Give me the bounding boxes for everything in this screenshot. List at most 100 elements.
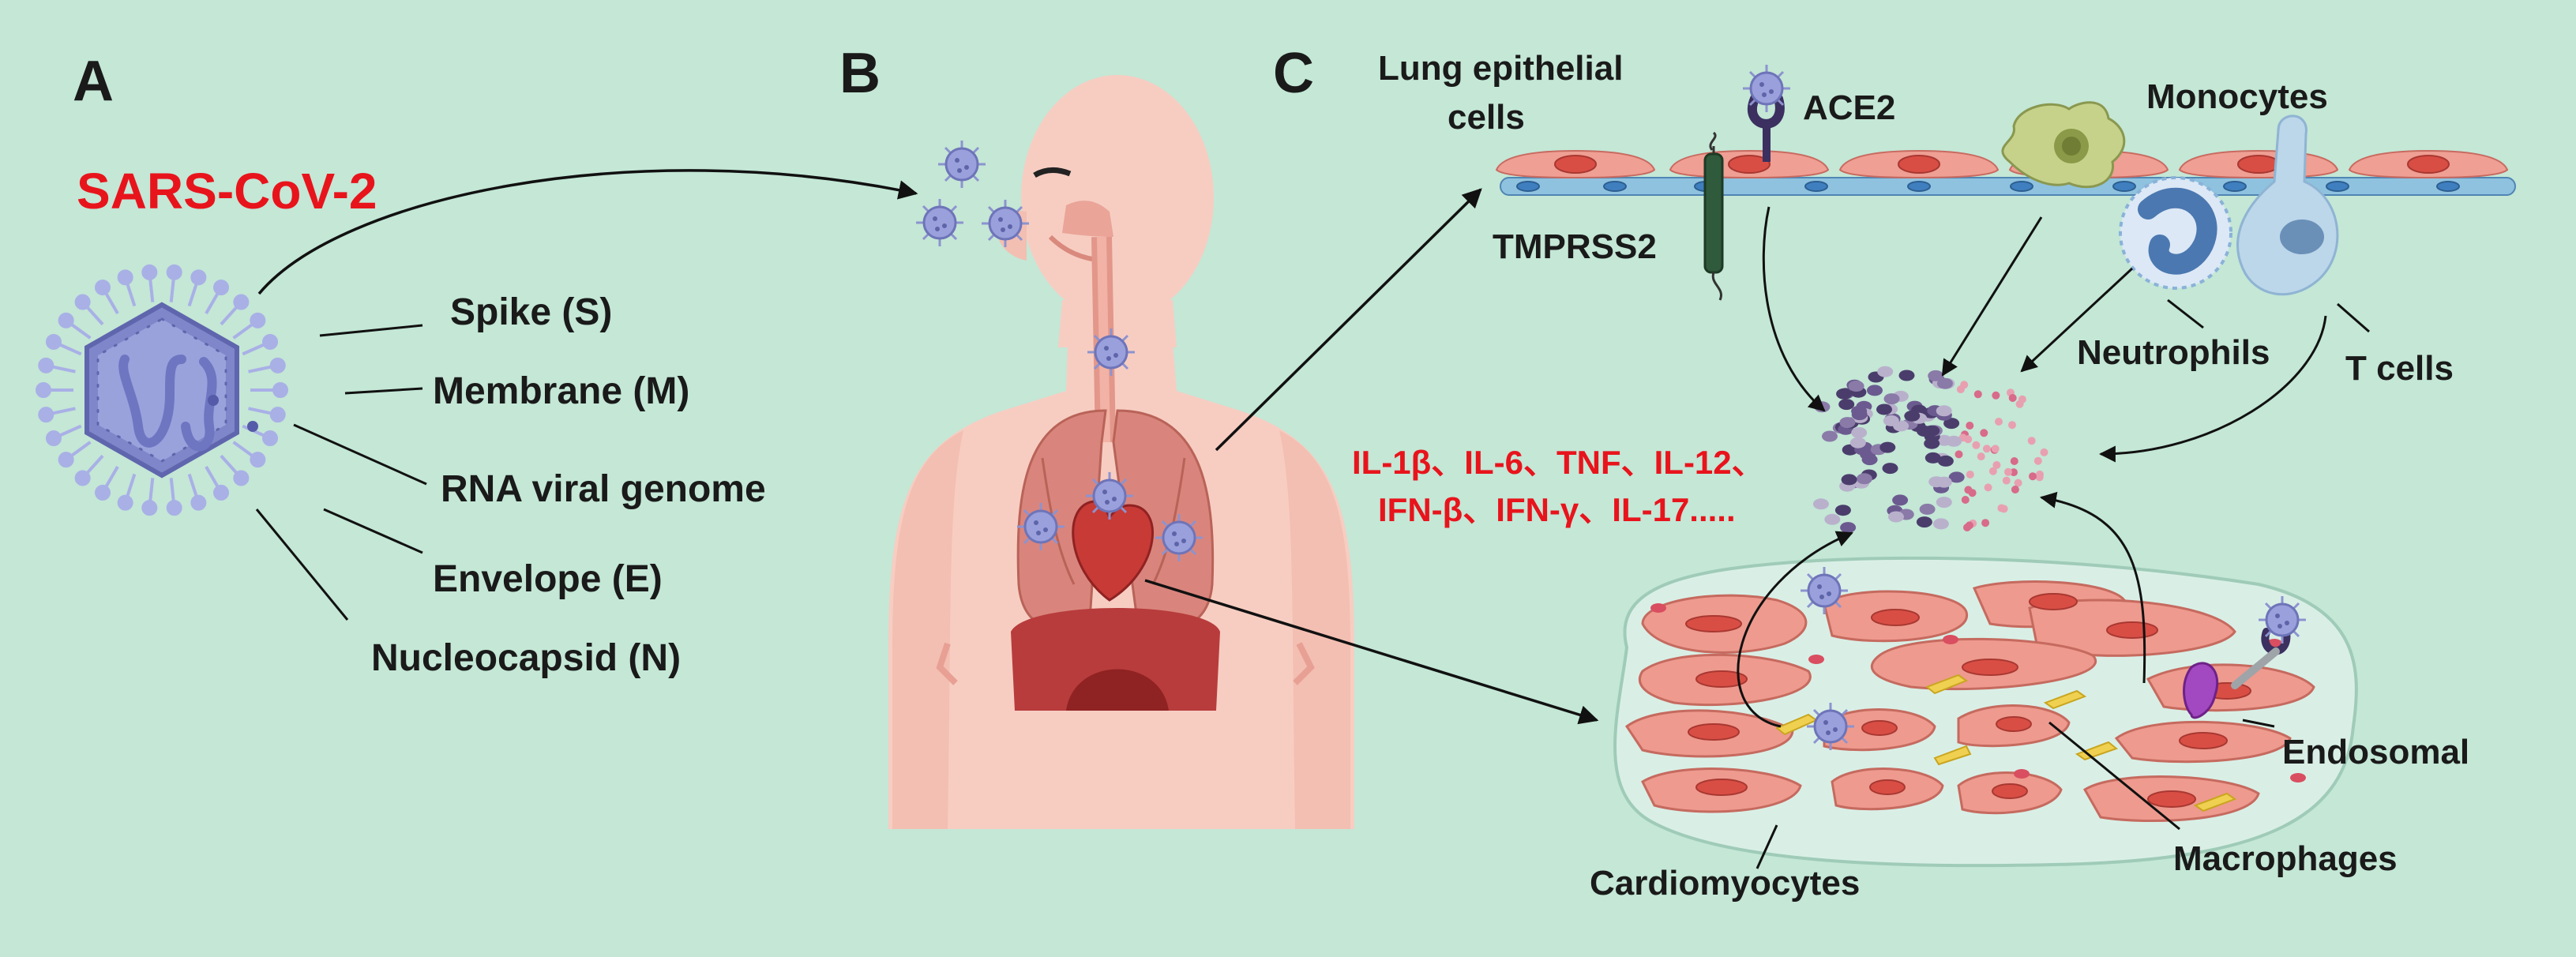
cytokine-particle <box>1838 399 1855 411</box>
cytokine-particle <box>1856 473 1872 485</box>
spike-protein-head <box>233 294 250 310</box>
cytokine-particle <box>1928 370 1944 381</box>
cytokine-particle <box>1966 422 1974 430</box>
cytokine-particle <box>1924 437 1940 449</box>
monocyte <box>2001 101 2126 189</box>
spike-protein-head <box>74 470 91 486</box>
virus-leader-lines <box>255 324 427 621</box>
cytokine-particle <box>2036 470 2044 478</box>
cytokine-particle <box>1937 455 1954 467</box>
spike-protein-head <box>233 470 250 486</box>
cytokine-particle <box>1991 445 2000 453</box>
cytokine-particle <box>2008 394 2017 402</box>
spike-protein-head <box>74 294 91 310</box>
cytokine-particle <box>1966 471 1974 478</box>
label-envelope: Envelope (E) <box>433 558 663 600</box>
cytokine-particle <box>1982 445 1991 453</box>
cytokine-particle <box>1916 516 1932 528</box>
cytokine-particle <box>1946 435 1962 447</box>
cytokine-particle <box>1924 425 1940 437</box>
cytokine-particle <box>1972 441 1981 449</box>
label-tmprss2: TMPRSS2 <box>1493 227 1657 266</box>
sars-cov-2-virion <box>36 264 288 516</box>
panel-label-c: C <box>1273 42 1314 105</box>
panel-label-b: B <box>839 42 881 105</box>
label-macrophages: Macrophages <box>2173 839 2398 878</box>
virus-particle <box>1016 501 1066 552</box>
cytokine-particle <box>2004 467 2012 476</box>
cytokine-particle <box>1977 452 1985 461</box>
virus-particle <box>1154 512 1204 563</box>
virus-particle <box>914 197 965 248</box>
cytokine-particle <box>1851 427 1868 438</box>
spike-protein-head <box>190 494 207 511</box>
cytokine-particle <box>1924 452 1941 463</box>
spike-protein-head <box>269 407 286 423</box>
arrow-virus-to-head <box>257 169 918 295</box>
panel-label-a: A <box>73 50 114 113</box>
t-cell <box>2236 114 2339 296</box>
spike-protein-head <box>190 269 207 286</box>
spike-protein-head <box>262 430 279 447</box>
cytokine-particle <box>2002 476 2011 485</box>
spike-protein-head <box>166 500 182 516</box>
label-nucleocapsid: Nucleocapsid (N) <box>371 637 682 679</box>
cytokine-particle <box>1981 519 1990 527</box>
label-t-cells: T cells <box>2345 349 2454 388</box>
cytokine-particle <box>1812 498 1829 510</box>
cytokine-particle <box>1936 405 1952 417</box>
cytokine-particle <box>1839 417 1856 429</box>
spike-protein-head <box>58 312 74 328</box>
label-monocytes: Monocytes <box>2146 77 2328 116</box>
cytokine-particle <box>1992 391 2000 400</box>
spike-protein-head <box>262 333 279 350</box>
cytokine-particle <box>1964 435 1973 444</box>
myocardium <box>1613 556 2358 868</box>
cytokine-particle <box>1898 370 1915 381</box>
cytokine-particle <box>2008 421 2016 430</box>
cytokine-particle <box>1882 463 1898 475</box>
panel-c-arrows <box>1737 206 2327 728</box>
cytokine-particle <box>1961 496 1970 504</box>
arrow-heart-to-myocardium <box>1144 579 1599 725</box>
cytokine-particle <box>2027 437 2036 445</box>
spike-protein-head <box>250 312 266 328</box>
label-membrane: Membrane (M) <box>433 370 690 412</box>
spike-protein-head <box>36 382 51 398</box>
cytokine-particle <box>2040 448 2048 456</box>
label-lung-epithelial: Lung epithelial <box>1378 49 1624 88</box>
virus-particle <box>937 139 987 190</box>
cytokine-particle <box>1980 429 1988 437</box>
cytokine-particle <box>2015 400 2024 408</box>
cytokine-particle <box>1973 390 1982 399</box>
spike-protein-head <box>213 280 229 296</box>
tmprss2-protein <box>1703 131 1724 301</box>
neutrophil <box>2119 176 2232 290</box>
spike-protein-head <box>117 269 133 286</box>
cytokine-particle <box>1919 503 1936 515</box>
cytokine-particle <box>1849 437 1866 448</box>
virus-particle <box>980 198 1031 249</box>
cytokine-particle <box>1883 415 1899 426</box>
cytokine-particle <box>1960 381 1969 389</box>
spike-protein-head <box>141 264 158 280</box>
spike-protein-head <box>250 452 266 468</box>
cytokine-particle <box>1876 403 1892 415</box>
human-body <box>888 75 1354 829</box>
spike-protein-head <box>95 280 111 296</box>
lung-epithelium <box>1496 150 2516 196</box>
spike-protein-head <box>45 333 62 350</box>
cytokine-list-line2: IFN-β、IFN-γ、IL-17..... <box>1378 491 1736 528</box>
cytokine-particle <box>1995 418 2003 426</box>
cytokine-particle <box>1879 441 1896 453</box>
virus-particle <box>1086 327 1136 377</box>
label-rna-genome: RNA viral genome <box>441 468 766 510</box>
cytokine-particle <box>1943 418 1960 430</box>
cytokine-particle <box>1928 476 1945 488</box>
cytokine-particle <box>1892 494 1909 506</box>
cytokine-particle <box>1836 388 1853 400</box>
cytokine-particle <box>1848 381 1864 392</box>
cytokine-particle <box>1824 513 1841 525</box>
cytokine-list-line1: IL-1β、IL-6、TNF、IL-12、 <box>1352 444 1765 481</box>
